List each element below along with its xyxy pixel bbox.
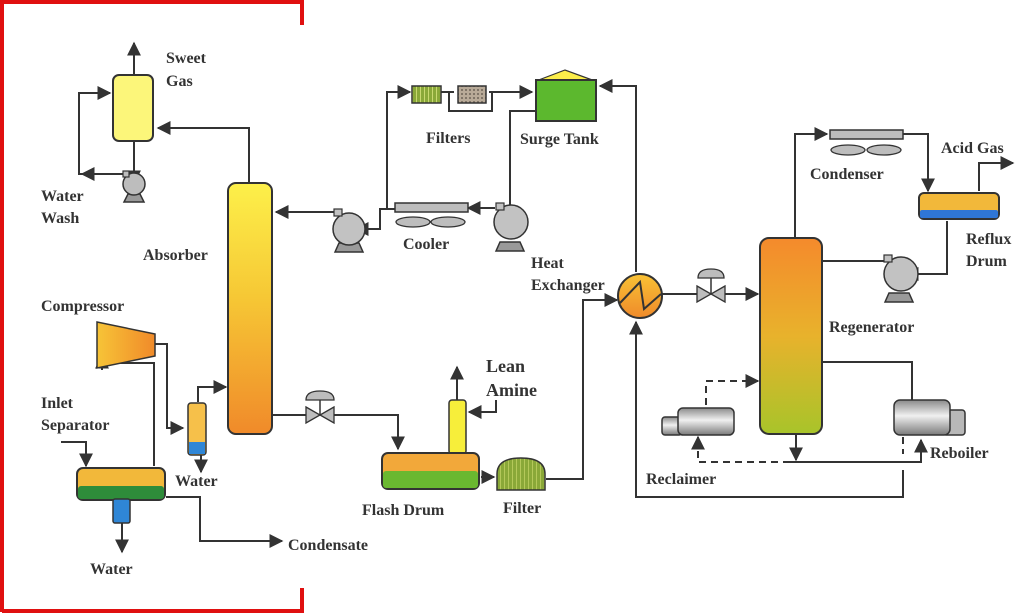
surge-tank-icon xyxy=(535,69,597,122)
inlet-feed-pipe xyxy=(61,441,93,468)
reclaimer-return-dashed-pipe xyxy=(705,380,750,405)
label-surge-tank: Surge Tank xyxy=(520,131,599,148)
filter-dome-icon xyxy=(496,457,546,491)
filter-2-icon xyxy=(457,85,487,104)
label-inlet-separator-line1: Inlet xyxy=(41,395,74,412)
lean-amine-inlet-pipe xyxy=(467,400,497,419)
inlet-separator-vessel xyxy=(76,467,166,524)
red-frame-border xyxy=(0,0,304,612)
label-heat-exchanger-line1: Heat xyxy=(531,255,565,272)
water-wash-pump-icon xyxy=(122,170,146,203)
compressor-icon xyxy=(96,321,156,369)
label-water-knockout: Water xyxy=(175,473,218,490)
label-reboiler: Reboiler xyxy=(930,445,989,462)
reboiler-vessel xyxy=(893,399,966,436)
label-inlet-separator-line2: Separator xyxy=(41,417,109,434)
reclaimer-vessel xyxy=(661,407,735,436)
label-acid-gas: Acid Gas xyxy=(941,140,1004,157)
reflux-drum-vessel xyxy=(918,192,1000,220)
to-reclaimer-dashed-pipe xyxy=(697,440,790,463)
label-water-wash-line2: Wash xyxy=(41,210,79,227)
regenerator-column xyxy=(759,237,823,435)
condenser-icon xyxy=(829,129,904,156)
scrubber-to-absorber-pipe xyxy=(197,380,228,402)
label-flash-drum: Flash Drum xyxy=(362,502,445,519)
lean-return-to-hx-pipe xyxy=(629,320,904,498)
condensate-pipe xyxy=(166,496,284,548)
label-condensate: Condensate xyxy=(288,537,368,554)
label-cooler: Cooler xyxy=(403,236,449,253)
label-water-bottom: Water xyxy=(90,561,133,578)
absorber-column xyxy=(227,182,273,435)
label-sweet-gas-line2: Gas xyxy=(166,73,193,90)
reflux-drum-to-pump-pipe xyxy=(904,221,948,281)
separator-gas-pipe xyxy=(101,362,155,466)
surge-to-pump-pipe xyxy=(503,110,537,227)
reflux-pump-icon xyxy=(883,254,919,303)
label-reclaimer: Reclaimer xyxy=(646,471,716,488)
label-compressor: Compressor xyxy=(41,298,124,315)
label-reflux-drum-line2: Drum xyxy=(966,253,1008,270)
inlet-scrubber-vessel xyxy=(187,402,207,456)
label-filters: Filters xyxy=(426,130,470,147)
label-condenser: Condenser xyxy=(810,166,884,183)
label-water-wash-line1: Water xyxy=(41,188,84,205)
condenser-to-reflux-pipe xyxy=(903,133,935,193)
label-lean-amine-line1: Lean xyxy=(486,356,525,376)
label-lean-amine-line2: Amine xyxy=(486,380,537,400)
label-heat-exchanger-line2: Exchanger xyxy=(531,277,605,294)
red-frame-border-bottom xyxy=(2,588,304,613)
filter-to-hx-pipe xyxy=(546,293,619,480)
filter-1-icon xyxy=(411,85,442,104)
label-reflux-drum-line1: Reflux xyxy=(966,231,1011,248)
acid-gas-outlet-pipe xyxy=(978,156,1015,191)
label-absorber: Absorber xyxy=(143,247,208,264)
heat-exchanger-pump-icon xyxy=(493,202,529,252)
slipstream-to-filters-pipe xyxy=(386,85,412,209)
heat-exchanger-icon xyxy=(617,273,663,319)
lean-amine-pump-icon xyxy=(332,208,366,253)
bottoms-to-reboiler-pipe xyxy=(790,438,928,463)
absorber-overhead-pipe xyxy=(156,121,250,183)
label-regenerator: Regenerator xyxy=(829,319,914,336)
label-sweet-gas-line1: Sweet xyxy=(166,50,207,67)
control-valve-1-icon xyxy=(305,390,335,425)
water-wash-vessel xyxy=(112,74,154,142)
valve-to-flash-drum-pipe xyxy=(334,414,405,451)
cooler-icon xyxy=(394,202,469,228)
label-filter: Filter xyxy=(503,500,541,517)
control-valve-2-icon xyxy=(696,268,726,304)
filter-bypass-pipe xyxy=(448,92,493,112)
flash-drum-vessel xyxy=(381,399,480,490)
reboiler-vapor-return-pipe xyxy=(805,355,913,400)
compressor-to-scrubber-pipe xyxy=(155,343,185,435)
hx-to-surge-pipe xyxy=(598,79,637,272)
regenerator-overhead-pipe xyxy=(794,127,829,238)
